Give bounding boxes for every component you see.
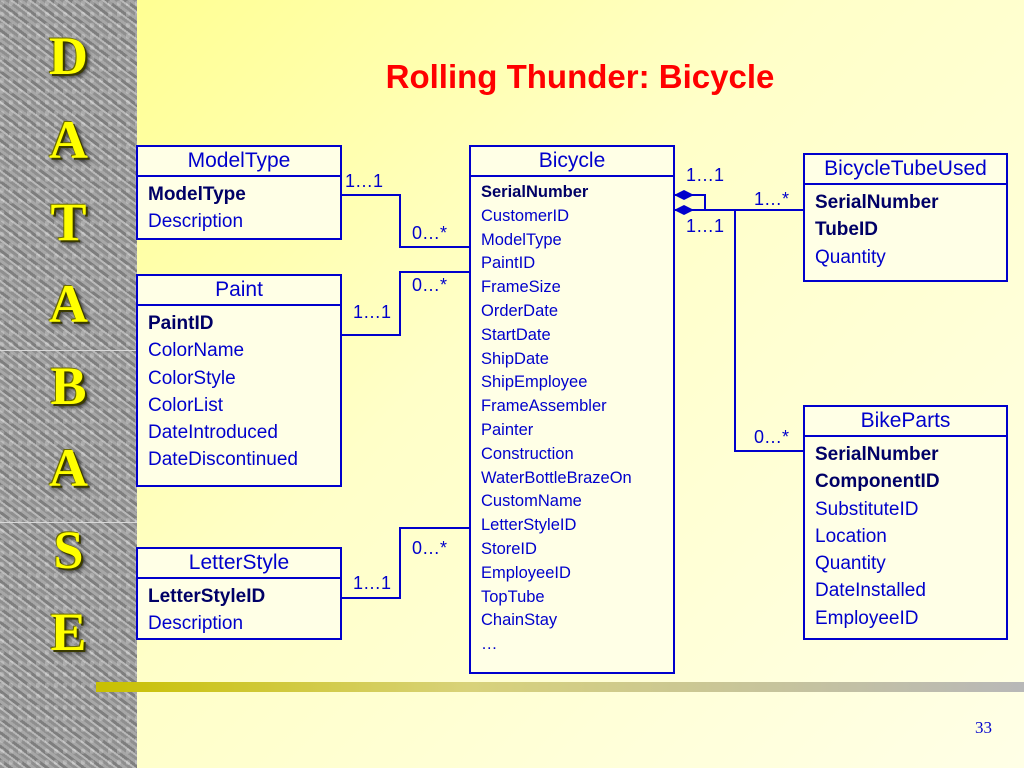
sidebar-seam xyxy=(0,350,137,351)
entity-attributes: SerialNumber CustomerID ModelType PaintI… xyxy=(471,177,673,661)
attribute: TopTube xyxy=(481,587,545,606)
sidebar-letter-1: D xyxy=(49,26,88,86)
key-attribute: TubeID xyxy=(815,219,878,241)
composition-diamond-parts xyxy=(674,205,694,215)
attribute: OrderDate xyxy=(481,301,559,320)
cardinality-label: 0…* xyxy=(412,538,448,558)
entity-header: LetterStyle xyxy=(138,549,340,579)
attribute: FrameAssembler xyxy=(481,397,607,416)
paint-bicycle-line xyxy=(341,271,470,336)
attribute: Painter xyxy=(481,420,534,439)
entity-header: Paint xyxy=(138,276,340,306)
cardinality-label: 1…* xyxy=(754,189,790,209)
attribute: WaterBottleBrazeOn xyxy=(481,468,632,487)
attribute: Description xyxy=(148,613,244,635)
attribute: StartDate xyxy=(481,325,551,344)
sidebar-letter-2: A xyxy=(49,110,88,170)
footer-rule xyxy=(96,682,1024,692)
key-attribute: ModelType xyxy=(148,184,246,205)
entity-header: BicycleTubeUsed xyxy=(805,155,1006,185)
attribute: Quantity xyxy=(815,246,886,268)
entity-header: ModelType xyxy=(138,147,340,177)
slide-title: Rolling Thunder: Bicycle xyxy=(385,58,775,95)
attribute: ChainStay xyxy=(481,611,558,630)
entity-bicycle[interactable]: Bicycle SerialNumber CustomerID ModelTyp… xyxy=(469,145,675,674)
sidebar-letter-7: S xyxy=(53,520,84,580)
attribute: ShipDate xyxy=(481,349,549,368)
entity-bicycletubeused[interactable]: BicycleTubeUsed SerialNumber TubeID Quan… xyxy=(803,153,1008,282)
sidebar-letter-8: E xyxy=(50,602,87,662)
attribute: CustomerID xyxy=(481,206,570,225)
attribute: Description xyxy=(148,211,244,233)
attribute: Location xyxy=(815,525,887,547)
attribute: CustomName xyxy=(481,492,582,511)
attribute: ShipEmployee xyxy=(481,373,588,392)
attribute: Construction xyxy=(481,444,574,463)
cardinality-label: 0…* xyxy=(412,223,448,243)
sidebar-letter-5: B xyxy=(50,356,87,416)
sidebar-decoration: D A T A B A S E xyxy=(0,0,137,768)
attribute: EmployeeID xyxy=(815,607,919,629)
composition-diamond-tube xyxy=(674,190,694,200)
entity-attributes: LetterStyleID Description xyxy=(138,579,340,642)
entity-attributes: SerialNumber ComponentID SubstituteID Lo… xyxy=(805,437,1006,636)
key-attribute: LetterStyleID xyxy=(148,586,266,607)
attribute: FrameSize xyxy=(481,278,561,297)
attribute: ModelType xyxy=(481,230,562,249)
sidebar-letter-4: A xyxy=(49,274,88,334)
bicycle-bikeparts-line xyxy=(674,209,805,452)
entity-bikeparts[interactable]: BikeParts SerialNumber ComponentID Subst… xyxy=(803,405,1008,640)
cardinality-label: 1…1 xyxy=(345,171,384,191)
attribute: ColorList xyxy=(148,394,223,416)
entity-attributes: ModelType Description xyxy=(138,177,340,240)
key-attribute: ComponentID xyxy=(815,471,940,493)
sidebar-seam xyxy=(0,522,137,523)
cardinality-label: 1…1 xyxy=(353,302,392,322)
attribute: DateInstalled xyxy=(815,580,926,602)
sidebar-letter-6: A xyxy=(49,438,88,498)
entity-header: Bicycle xyxy=(471,147,673,177)
attribute: PaintID xyxy=(481,254,536,273)
attribute: LetterStyleID xyxy=(481,516,577,535)
attribute: DateIntroduced xyxy=(148,422,278,444)
attribute: StoreID xyxy=(481,539,537,558)
entity-attributes: SerialNumber TubeID Quantity xyxy=(805,185,1006,275)
cardinality-label: 0…* xyxy=(754,427,790,447)
attribute: EmployeeID xyxy=(481,563,571,582)
entity-modeltype[interactable]: ModelType ModelType Description xyxy=(136,145,342,240)
page-number: 33 xyxy=(975,718,992,737)
cardinality-label: 1…1 xyxy=(353,573,392,593)
key-attribute: SerialNumber xyxy=(815,192,939,213)
sidebar-letter-3: T xyxy=(50,192,87,252)
attribute: DateDiscontinued xyxy=(148,449,298,471)
attribute: Quantity xyxy=(815,553,886,575)
key-attribute: SerialNumber xyxy=(481,183,589,201)
entity-paint[interactable]: Paint PaintID ColorName ColorStyle Color… xyxy=(136,274,342,487)
cardinality-label: 0…* xyxy=(412,275,448,295)
modeltype-bicycle-line xyxy=(341,194,470,248)
attribute: ColorStyle xyxy=(148,367,236,389)
cardinality-label: 1…1 xyxy=(686,216,725,236)
key-attribute: SerialNumber xyxy=(815,444,939,465)
entity-attributes: PaintID ColorName ColorStyle ColorList D… xyxy=(138,306,340,478)
attribute: ColorName xyxy=(148,340,245,362)
entity-header: BikeParts xyxy=(805,407,1006,437)
key-attribute: PaintID xyxy=(148,313,214,334)
letterstyle-bicycle-line xyxy=(341,527,470,599)
attribute: SubstituteID xyxy=(815,498,919,520)
attribute: … xyxy=(481,635,498,654)
entity-letterstyle[interactable]: LetterStyle LetterStyleID Description xyxy=(136,547,342,640)
cardinality-label: 1…1 xyxy=(686,165,725,185)
